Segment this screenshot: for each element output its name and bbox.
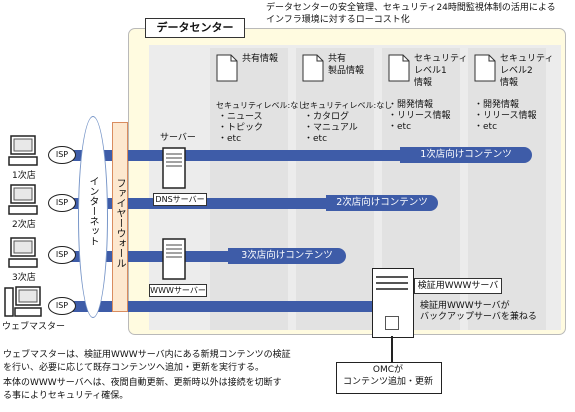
server-slot [376, 276, 408, 278]
firewall-label: ファイヤーウォール [114, 178, 125, 268]
column-title: 情報 [500, 78, 519, 88]
document-icon [388, 54, 410, 82]
omc-label: OMCが [372, 365, 404, 375]
computer-icon [8, 184, 38, 215]
document-icon [474, 54, 496, 82]
list-item: ・カタログ [304, 112, 350, 122]
column-title: 情報 [414, 78, 433, 88]
security-level-text: セキュリティレベル:なし [216, 101, 307, 110]
workstation-icon [4, 286, 42, 317]
isp-node: ISP [48, 194, 76, 212]
document-icon [216, 54, 238, 82]
column-title: レベル2 [500, 66, 533, 76]
internet-label: インターネット [87, 176, 98, 246]
server-slot [376, 288, 408, 290]
column-title: セキュリティ [414, 54, 468, 64]
dns-server-label: DNSサーバー [153, 193, 207, 206]
internet-cloud [78, 116, 108, 318]
list-item: ・トピック [218, 123, 264, 133]
client-label: 1次店 [12, 171, 36, 181]
list-item: ・開発情報 [474, 100, 520, 110]
server-slot [376, 282, 408, 284]
list-item: ・etc [474, 122, 498, 132]
client-label: 3次店 [12, 273, 36, 283]
www-server-label: WWWサーバー [149, 284, 207, 297]
footer-note-line: を行い、必要に応じて既存コンテンツへ追加・更新を実行する。 [3, 363, 265, 373]
computer-icon [8, 237, 38, 268]
column-shared-product-info [296, 48, 374, 330]
firewall [112, 122, 128, 312]
route-band-4 [62, 301, 374, 312]
list-item: ・etc [304, 134, 328, 144]
footer-note-line: る事によりセキュリティ確保。 [3, 391, 129, 401]
content-label-1: 1次店向けコンテンツ [400, 147, 532, 163]
document-icon [302, 54, 324, 82]
client-label: ウェブマスター [2, 322, 66, 332]
verify-server-note: バックアップサーバを兼ねる [420, 312, 537, 322]
security-level-text: セキュリティレベル:なし [302, 101, 393, 110]
isp-node: ISP [48, 146, 76, 164]
footer-note-line: ウェブマスターは、検証用WWWサーバ内にある新規コンテンツの検証 [3, 350, 291, 360]
column-title: 共有情報 [242, 54, 279, 64]
list-item: ・etc [388, 122, 412, 132]
route-band-3 [62, 251, 230, 262]
content-label-3: 3次店向けコンテンツ [228, 248, 346, 264]
computer-icon [8, 135, 38, 166]
column-title: セキュリティ [500, 54, 554, 64]
isp-node: ISP [48, 246, 76, 264]
list-item: ・リリース情報 [388, 111, 451, 121]
column-title: 共有 [328, 54, 347, 64]
omc-box [336, 362, 442, 394]
list-item: ・ニュース [218, 112, 263, 122]
isp-node: ISP [48, 297, 76, 315]
list-item: ・etc [218, 134, 242, 144]
omc-label: コンテンツ追加・更新 [342, 377, 433, 387]
datacenter-label: データセンター [145, 18, 245, 38]
route-band-1 [62, 150, 402, 161]
client-label: 2次店 [12, 220, 36, 230]
list-item: ・開発情報 [388, 100, 434, 110]
verify-server-title: 検証用WWWサーバ [414, 278, 502, 294]
column-title: 製品情報 [328, 66, 365, 76]
list-item: ・リリース情報 [474, 111, 537, 121]
server-tower-icon [162, 238, 186, 280]
header-note-line-1: データセンターの安全管理、セキュリティ24時間監視体制の活用による [266, 3, 556, 13]
footer-note-line: 本体のWWWサーバへは、夜間自動更新、更新時以外は接続を切断す [3, 378, 282, 388]
server-tower-icon [162, 147, 186, 189]
verify-server-note: 検証用WWWサーバが [420, 301, 510, 311]
content-label-2: 2次店向けコンテンツ [326, 195, 438, 211]
column-shared-info [210, 48, 288, 330]
verification-server [372, 268, 414, 338]
connector-line [391, 336, 393, 362]
server-drive [385, 316, 399, 330]
column-title: レベル1 [414, 66, 447, 76]
server-label: サーバー [160, 133, 196, 143]
list-item: ・マニュアル [304, 123, 358, 133]
header-note-line-2: インフラ環境に対するローコスト化 [266, 15, 410, 25]
